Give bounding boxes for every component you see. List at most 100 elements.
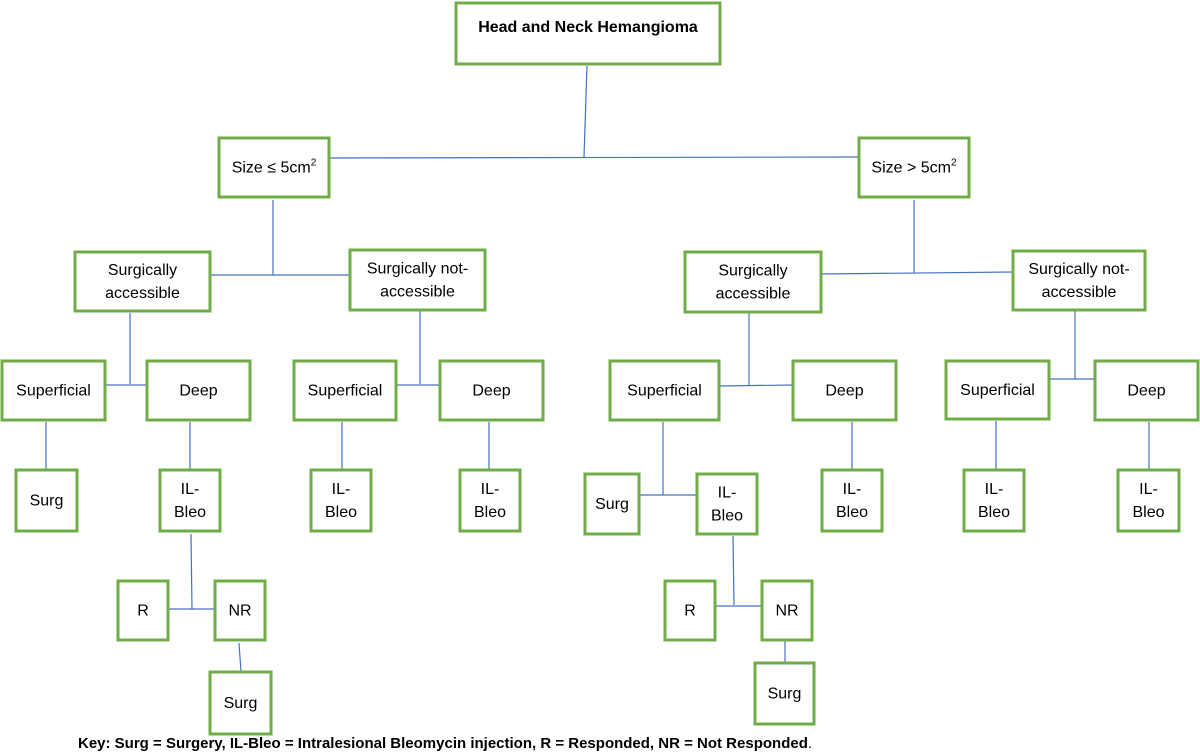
node-label: Deep [1127, 383, 1165, 400]
node-label: Bleo [711, 508, 743, 525]
node-box [962, 468, 1026, 533]
node-label: Bleo [978, 504, 1010, 521]
node-label: Bleo [325, 504, 357, 521]
node-l-r: R [116, 579, 170, 642]
node-box [760, 579, 814, 642]
node-label: IL- [481, 481, 500, 498]
node-label: Surgically not- [1028, 261, 1129, 278]
node-size-small: Size ≤ 5cm2 [217, 136, 331, 199]
node-r-n-deep-ilb: IL- Bleo [1116, 468, 1181, 533]
node-label: Deep [472, 383, 510, 400]
node-label: Surg [768, 686, 802, 703]
node-label: accessible [380, 284, 455, 301]
superscript: 2 [951, 158, 957, 169]
node-box [0, 359, 107, 422]
node-l-a-sup: Superficial [0, 359, 107, 422]
node-l-n-deep: Deep [438, 359, 545, 422]
connector-line [583, 65, 588, 158]
node-label: NR [228, 603, 251, 620]
node-box [683, 250, 823, 314]
node-box [158, 468, 222, 533]
node-label: Head and Neck Hemangioma [478, 19, 698, 36]
node-label: IL- [985, 481, 1004, 498]
node-label: IL- [843, 481, 862, 498]
node-box [695, 472, 759, 536]
node-label: IL- [718, 485, 737, 502]
node-label: Surg [30, 493, 64, 510]
node-label: Superficial [960, 382, 1035, 399]
node-box [213, 579, 267, 642]
node-box [1093, 359, 1200, 422]
node-l-a-deep-ilb: IL-Bleo [158, 468, 222, 533]
node-label: Size ≤ 5cm2 [232, 158, 317, 177]
node-box [1116, 468, 1181, 533]
connector-line [328, 156, 860, 159]
node-box [820, 468, 884, 533]
node-box [791, 359, 898, 422]
connector-line [718, 384, 794, 387]
node-l-a-deep: Deep [145, 359, 252, 422]
node-label: R [137, 603, 149, 620]
node-box [857, 136, 971, 199]
node-box [583, 472, 641, 536]
node-label: Deep [825, 383, 863, 400]
node-box [663, 579, 717, 642]
connector-line [190, 533, 193, 610]
node-label: IL- [1139, 481, 1158, 498]
node-label: NR [775, 603, 798, 620]
node-r-a-deep: Deep [791, 359, 898, 422]
connector-line [820, 271, 1014, 275]
connector-line [732, 535, 735, 606]
node-label: Deep [179, 383, 217, 400]
node-box [73, 250, 212, 313]
node-l-a-sup-surg: Surg [14, 468, 79, 533]
node-r-a-sup: Superficial [608, 359, 721, 422]
node-r-n-deep: Deep [1093, 359, 1200, 422]
node-box [944, 359, 1051, 421]
node-label: accessible [1042, 284, 1117, 301]
node-l-nr: NR [213, 579, 267, 642]
node-r-a-sup-ilb: IL- Bleo [695, 472, 759, 536]
node-r-n-sup: Superficial [944, 359, 1051, 421]
node-box [753, 661, 816, 726]
node-box [438, 359, 545, 422]
node-r-n-sup-ilb: IL- Bleo [962, 468, 1026, 533]
node-label: Bleo [1132, 504, 1164, 521]
node-box [116, 579, 170, 642]
node-r-nr-surg: Surg [753, 661, 816, 726]
node-box [458, 468, 522, 533]
node-box [348, 248, 487, 312]
node-l-n-sup: Superficial [292, 359, 398, 422]
node-label: Bleo [474, 504, 506, 521]
node-label: accessible [105, 285, 180, 302]
node-r-a-sup-surg: Surg [583, 472, 641, 536]
node-label: Superficial [308, 383, 383, 400]
node-label: IL- [181, 481, 200, 498]
node-box [14, 468, 79, 533]
node-label: Surgically not- [367, 261, 468, 278]
node-root: Head and Neck Hemangioma [454, 1, 722, 66]
node-l-n-sup-ilb: IL- Bleo [309, 468, 373, 533]
node-box [217, 136, 331, 199]
node-l-n-deep-ilb: IL- Bleo [458, 468, 522, 533]
node-box [292, 359, 398, 422]
superscript: 2 [311, 158, 317, 169]
node-box [309, 468, 373, 533]
key-period: . [807, 735, 813, 752]
node-box [208, 670, 273, 736]
node-label: Superficial [16, 383, 91, 400]
node-label: Bleo [836, 504, 868, 521]
key-legend: Key: Surg = Surgery, IL-Bleo = Intralesi… [78, 735, 812, 752]
connector-lines [45, 65, 1150, 673]
node-l-noaccess: Surgically not-accessible [348, 248, 487, 312]
node-r-nr: NR [760, 579, 814, 642]
node-label: IL- [332, 481, 351, 498]
node-r-a-deep-ilb: IL- Bleo [820, 468, 884, 533]
node-label: Surgically [718, 263, 787, 280]
node-label: Surg [224, 695, 258, 712]
connector-line [238, 642, 242, 673]
